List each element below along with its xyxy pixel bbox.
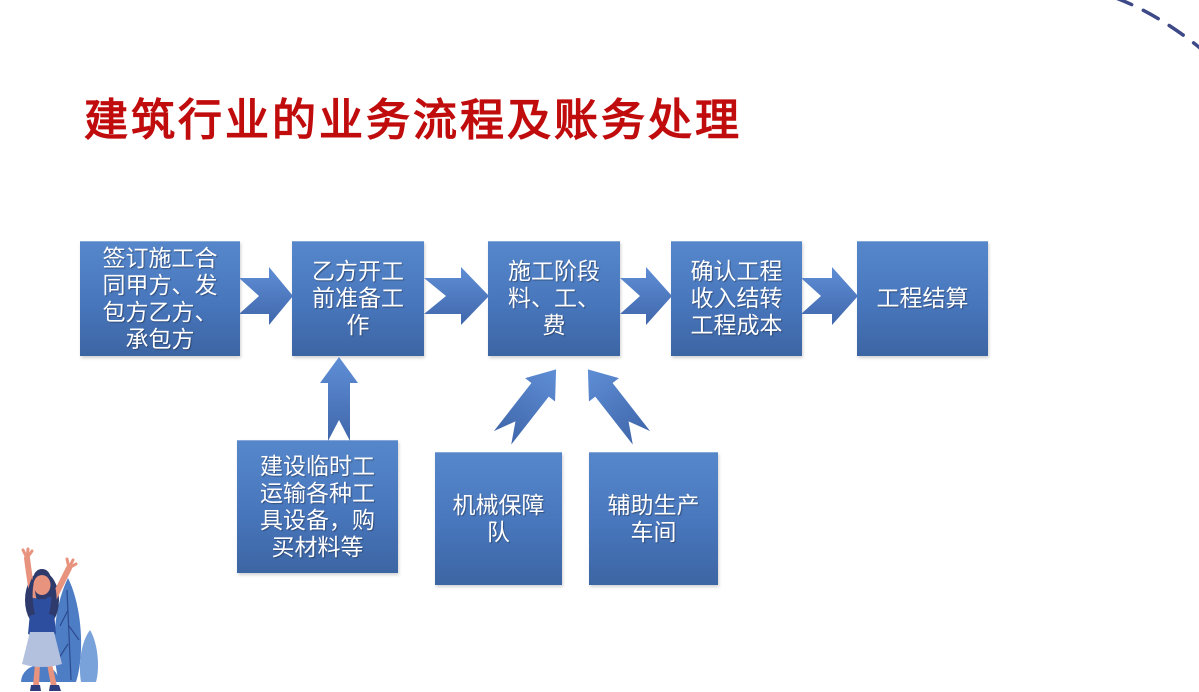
arrow-right-icon [620, 267, 672, 325]
dashed-arc-decoration [1116, 0, 1199, 50]
flow-step-confirm-revenue: 确认工程 收入结转 工程成本 [671, 241, 802, 356]
head [33, 575, 51, 595]
boot [30, 685, 41, 691]
arrow-up-left-icon [587, 369, 651, 445]
flow-step-construction-stage: 施工阶段 料、工、 费 [488, 241, 620, 356]
leg [33, 664, 40, 686]
arrow-right-icon [424, 267, 489, 325]
support-step-temp-facilities: 建设临时工 运输各种工 具设备，购 买材料等 [237, 440, 398, 573]
arrow-right-icon [239, 267, 293, 325]
flow-step-settlement: 工程结算 [857, 241, 988, 356]
support-step-auxiliary-workshop: 辅助生产 车间 [589, 452, 718, 585]
person-illustration [21, 547, 98, 691]
plant-leaf-icon [54, 578, 82, 682]
flow-step-pre-work: 乙方开工 前准备工 作 [292, 241, 424, 356]
arrow-up-right-icon [493, 369, 557, 445]
arrow-up-icon [320, 357, 358, 441]
flow-step-sign-contract: 签订施工合 同甲方、发 包方乙方、 承包方 [80, 241, 240, 356]
plant-leaf-light-icon [79, 630, 98, 682]
skirt [22, 632, 62, 667]
boot [49, 685, 61, 691]
leg [47, 664, 57, 686]
right-hand [65, 557, 78, 570]
plant-veins [58, 589, 80, 681]
hair-top [32, 569, 52, 584]
support-step-machinery-team: 机械保障 队 [435, 452, 562, 585]
hair-strand [49, 578, 57, 616]
arrow-right-icon [801, 267, 858, 325]
left-hand [21, 547, 34, 560]
slide-title: 建筑行业的业务流程及账务处理 [84, 96, 742, 145]
hair-strand [27, 578, 35, 616]
